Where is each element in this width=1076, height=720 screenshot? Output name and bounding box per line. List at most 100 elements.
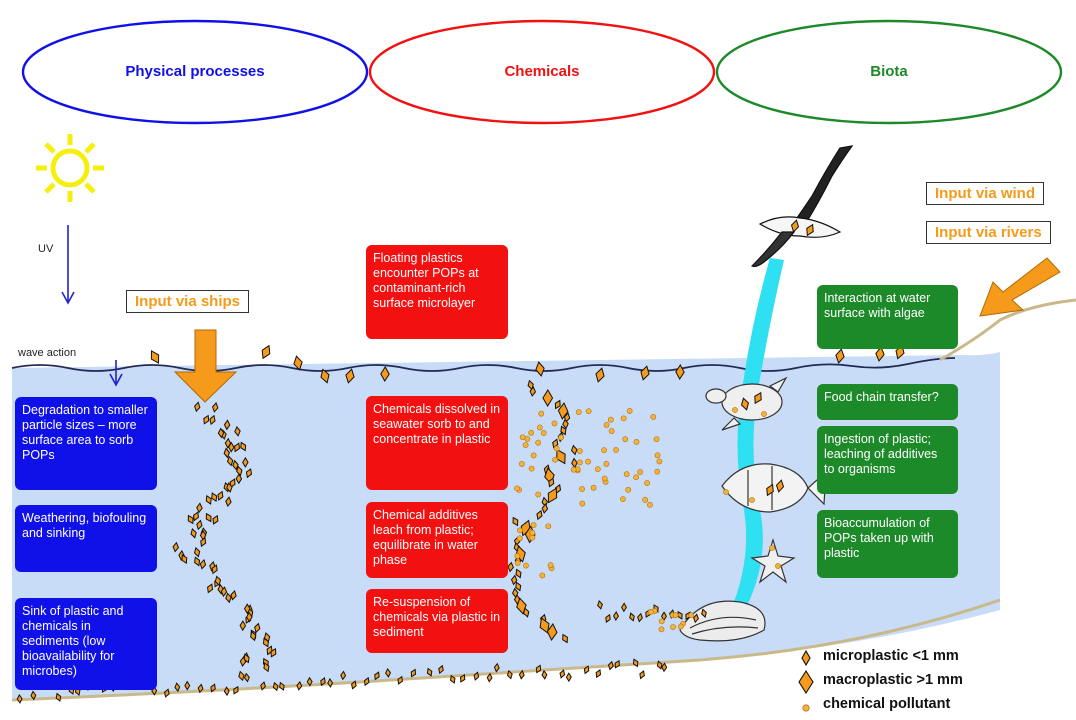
macroplastic-particle bbox=[261, 344, 271, 360]
microplastic-particle bbox=[506, 669, 513, 680]
microplastic-particle bbox=[559, 669, 566, 679]
water-surface bbox=[11, 357, 956, 372]
legend-symbols bbox=[798, 649, 814, 712]
legend-row-microplastic: microplastic <1 mm bbox=[795, 644, 963, 668]
macroplastic-particle bbox=[535, 361, 545, 377]
microplastic-particle bbox=[236, 465, 243, 477]
microplastic-particle bbox=[327, 677, 334, 688]
macroplastic-particle bbox=[293, 355, 303, 371]
seabed-line bbox=[11, 598, 1001, 702]
microplastic-particle bbox=[243, 672, 250, 683]
ships-input-arrow-icon bbox=[173, 329, 238, 403]
microplastic-particle bbox=[246, 611, 253, 623]
microplastic-particle bbox=[211, 402, 219, 413]
microplastic-particle bbox=[199, 558, 207, 570]
microplastic-particle bbox=[507, 561, 514, 573]
microplastic-particle bbox=[190, 528, 197, 539]
pollutant-dot bbox=[620, 496, 626, 503]
header-chemicals: Chemicals bbox=[504, 63, 580, 80]
microplastic-particle bbox=[203, 414, 210, 425]
pollutant-dot bbox=[601, 447, 608, 454]
physical-box-weathering: Weathering, biofouling and sinking bbox=[15, 505, 157, 572]
pollutant-dot bbox=[761, 411, 767, 417]
pollutant-dot bbox=[545, 523, 552, 530]
microplastic-particle bbox=[520, 519, 531, 537]
microplastic-particle bbox=[223, 686, 230, 697]
pollutant-dot bbox=[522, 442, 529, 448]
header-biota: Biota bbox=[870, 63, 908, 80]
biota-box-algae: Interaction at water surface with algae bbox=[817, 285, 958, 349]
macroplastic-particle bbox=[320, 368, 330, 384]
microplastic-particle bbox=[552, 438, 559, 449]
pollutant-dot bbox=[529, 534, 536, 541]
pollutant-dot bbox=[677, 623, 684, 630]
microplastic-particle bbox=[410, 668, 417, 678]
microplastic-particle bbox=[562, 418, 569, 430]
chemical-box-sorb: Chemicals dissolved in seawater sorb to … bbox=[366, 396, 508, 490]
pollutant-dot bbox=[518, 461, 525, 467]
microplastic-particle bbox=[235, 473, 243, 485]
pollutant-dot bbox=[670, 624, 676, 630]
pollutant-dot bbox=[653, 436, 660, 443]
microplastic-particle bbox=[263, 662, 270, 673]
physical-box-degradation: Degradation to smaller particle sizes – … bbox=[15, 397, 157, 490]
microplastic-particle bbox=[245, 468, 253, 479]
microplastic-particle bbox=[583, 665, 590, 675]
microplastic-particle bbox=[239, 620, 247, 632]
chemicals-ellipse bbox=[368, 19, 716, 125]
legend-microplastic-label: microplastic <1 mm bbox=[823, 648, 959, 664]
microplastic-particle bbox=[178, 549, 185, 561]
microplastic-particle bbox=[194, 556, 201, 567]
pollutant-dot bbox=[529, 529, 536, 536]
microplastic-particle bbox=[209, 560, 216, 572]
microplastic-particle bbox=[637, 612, 643, 623]
microplastic-particle bbox=[693, 613, 699, 624]
microplastic-particle bbox=[385, 667, 391, 678]
header-physical: Physical processes bbox=[125, 63, 265, 80]
microplastic-particle bbox=[55, 692, 62, 702]
microplastic-particle bbox=[701, 608, 707, 618]
microplastic-particle bbox=[234, 425, 241, 437]
legend-pollutant-icon bbox=[802, 704, 810, 712]
legend-row-pollutant: chemical pollutant bbox=[795, 692, 963, 716]
macroplastic-particle bbox=[556, 448, 566, 465]
microplastic-particle bbox=[205, 494, 212, 505]
albatross-icon bbox=[750, 145, 854, 268]
legend-macroplastic-label: macroplastic >1 mm bbox=[823, 672, 963, 688]
microplastic-particle bbox=[595, 669, 602, 679]
microplastic-particle bbox=[320, 677, 326, 687]
pollutant-dot bbox=[530, 522, 537, 528]
microplastic-particle bbox=[194, 401, 201, 413]
microplastic-particle bbox=[214, 575, 222, 587]
microplastic-particle bbox=[565, 672, 572, 683]
pollutant-dot bbox=[585, 458, 591, 465]
microplastic-particle bbox=[363, 676, 370, 687]
biota-box-bioaccumulation: Bioaccumulation of POPs taken up with pl… bbox=[817, 510, 958, 578]
microplastic-particle bbox=[605, 613, 611, 623]
microplastic-particle bbox=[621, 602, 627, 613]
pollutant-dot bbox=[620, 415, 627, 422]
pollutant-dot bbox=[658, 626, 665, 633]
pollutant-dot bbox=[575, 409, 582, 416]
shore-line bbox=[939, 298, 1076, 362]
pollutant-dot bbox=[535, 491, 542, 498]
pollutant-dot bbox=[519, 434, 526, 441]
rivers-input-arrow-icon bbox=[979, 257, 1061, 317]
microplastic-particle bbox=[181, 554, 188, 564]
microplastic-particle bbox=[226, 482, 233, 493]
pollutant-dot bbox=[603, 461, 610, 467]
pollutant-dot bbox=[623, 471, 630, 478]
microplastic-particle bbox=[224, 437, 232, 449]
microplastic-particle bbox=[200, 537, 207, 548]
macroplastic-particle bbox=[150, 350, 160, 364]
macroplastic-particle bbox=[542, 389, 554, 407]
pollutant-dot bbox=[594, 466, 601, 473]
microplastic-particle bbox=[296, 680, 303, 691]
microplastic-particle bbox=[234, 442, 240, 453]
macroplastic-particle bbox=[562, 633, 568, 644]
macroplastic-particle bbox=[806, 223, 814, 237]
pollutant-dot bbox=[637, 469, 644, 475]
microplastic-particle bbox=[397, 675, 403, 685]
pollutant-dot bbox=[608, 428, 615, 434]
pollutant-dot bbox=[514, 485, 520, 492]
